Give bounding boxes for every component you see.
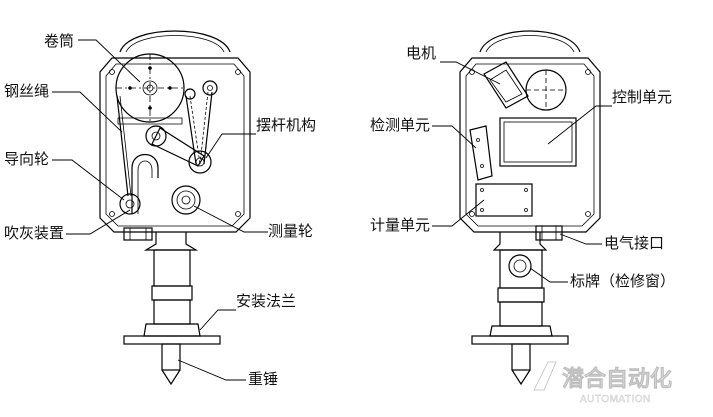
- label-nameplate: 标牌（检修窗）: [570, 272, 675, 290]
- label-motor: 电机: [406, 44, 436, 62]
- leader-wire-rope: [52, 91, 123, 133]
- leader-motor: [440, 61, 501, 85]
- leader-nameplate: [529, 267, 568, 283]
- label-drum: 卷筒: [44, 32, 74, 50]
- label-electrical-interface: 电气接口: [604, 234, 664, 252]
- leader-electrical-interface: [559, 233, 602, 245]
- label-weight: 重锤: [248, 370, 278, 388]
- leader-guide-wheel: [52, 159, 125, 201]
- leader-weight: [177, 359, 246, 381]
- label-flange: 安装法兰: [236, 292, 296, 310]
- label-detection-unit: 检测单元: [370, 116, 430, 134]
- label-blower: 吹灰装置: [4, 224, 64, 242]
- leader-blower: [66, 209, 131, 235]
- brand-watermark: 潜合自动化 AUTOMATION: [533, 361, 672, 405]
- left-device-drawing: [99, 30, 251, 386]
- label-swing-rod: 摆杆机构: [256, 116, 316, 134]
- brand-name-en: AUTOMATION: [580, 394, 651, 405]
- brand-logo-icon: [533, 361, 557, 391]
- right-device-drawing: [459, 30, 601, 386]
- leader-flange: [199, 309, 236, 331]
- leader-swing-rod: [205, 133, 256, 159]
- label-wire-rope: 钢丝绳: [4, 82, 49, 100]
- leader-drum: [78, 39, 141, 83]
- leader-control-unit: [547, 105, 612, 145]
- label-metering-unit: 计量单元: [370, 216, 430, 234]
- leader-detection-unit: [432, 125, 477, 149]
- brand-name-cn: 潜合自动化: [562, 366, 672, 392]
- label-measuring-wheel: 测量轮: [268, 222, 313, 240]
- leader-measuring-wheel: [193, 205, 268, 233]
- leader-metering-unit: [432, 199, 485, 227]
- label-control-unit: 控制单元: [612, 88, 672, 106]
- label-guide-wheel: 导向轮: [4, 150, 49, 168]
